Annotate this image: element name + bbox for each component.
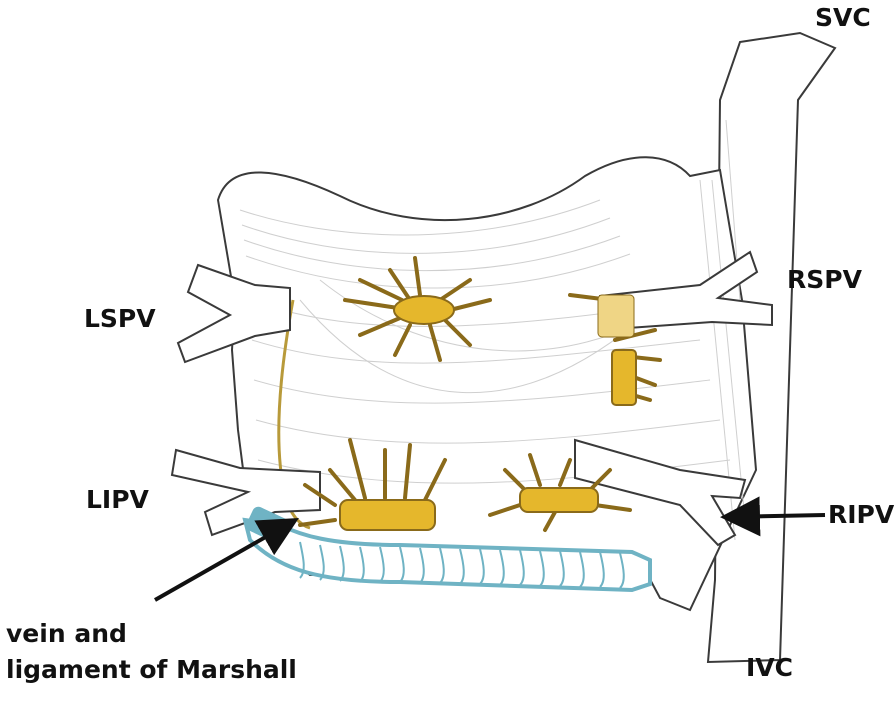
ripv-arrow (720, 496, 826, 537)
ganglion-inferior-left (298, 438, 447, 531)
label-marshall-line2: ligament of Marshall (6, 655, 297, 684)
coronary-sinus (242, 517, 652, 593)
lipv-vein (170, 448, 321, 537)
ganglion-superior-right (568, 293, 662, 406)
label-rspv: RSPV (787, 265, 862, 294)
coronary-sinus-rings (299, 541, 625, 589)
label-lspv: LSPV (84, 304, 156, 333)
ganglion-inferior-right (488, 453, 632, 532)
lspv-vein (176, 263, 291, 364)
rspv-vein (599, 250, 773, 332)
marshall-arrow (154, 518, 299, 602)
label-ripv: RIPV (828, 500, 895, 529)
ganglion-superior-left (343, 256, 492, 362)
label-ivc: IVC (746, 653, 793, 682)
label-lipv: LIPV (86, 485, 149, 514)
label-svc: SVC (815, 3, 871, 32)
label-marshall-line1: vein and (6, 619, 127, 648)
